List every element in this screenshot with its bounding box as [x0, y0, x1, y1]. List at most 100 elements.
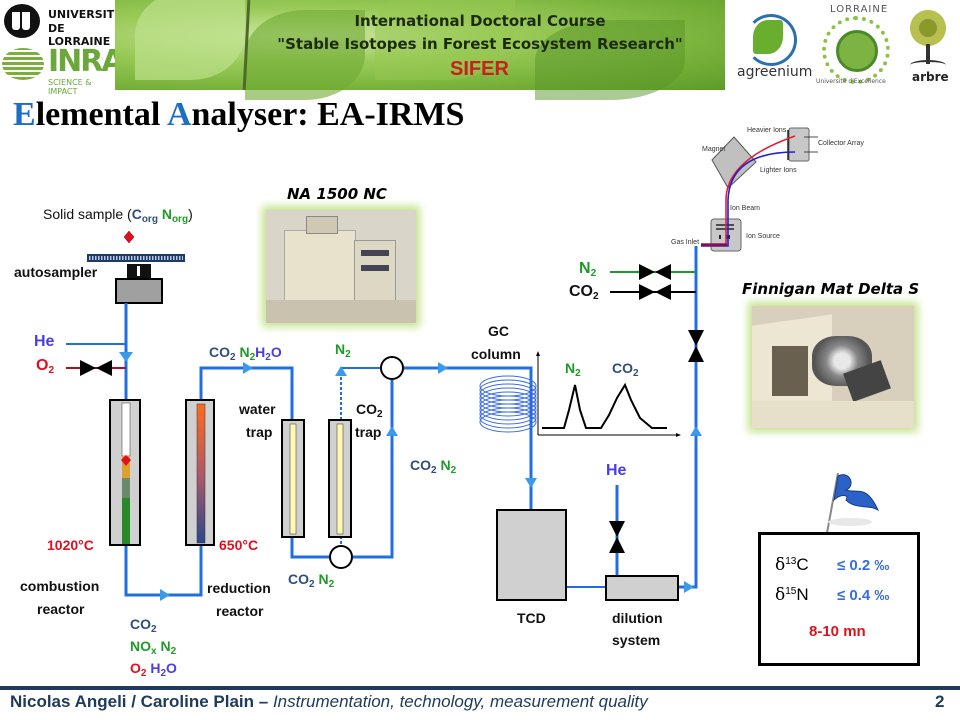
- co2-trap-label-2: trap: [355, 424, 382, 440]
- footer-credit: Nicolas Angeli / Caroline Plain – Instru…: [10, 692, 648, 711]
- inra-logo: INRA SCIENCE & IMPACT: [2, 44, 125, 96]
- leaf-background-image: [115, 0, 725, 100]
- heavy-ion-beam: [701, 135, 796, 245]
- ea-model-title: NA 1500 NC: [287, 185, 387, 203]
- course-title-line2: "Stable Isotopes in Forest Ecosystem Res…: [277, 35, 683, 53]
- solid-sample-label: Solid sample (Corg Norg): [43, 206, 193, 225]
- flow-arrow-icon: [335, 366, 347, 376]
- flow-arrow-icon: [684, 581, 694, 593]
- footer-authors: Nicolas Angeli / Caroline Plain: [10, 692, 255, 711]
- reduction-reactor: [185, 399, 215, 546]
- ms-magnet-label: Magnet: [702, 146, 726, 153]
- agreenium-emblem-icon: [745, 14, 797, 66]
- switching-valve-bottom-icon: [329, 545, 353, 569]
- dilution-system-label-1: dilution: [612, 610, 663, 626]
- arbre-wordmark: arbre: [912, 70, 949, 84]
- co2-reference-gas-label: CO2: [569, 283, 599, 302]
- autosampler: [87, 230, 185, 304]
- ms-ion-source-label: Ion Source: [746, 233, 780, 240]
- combustion-reactor-label-2: reactor: [37, 601, 85, 617]
- flow-arrow-icon: [438, 362, 448, 374]
- flow-arrow-icon: [690, 426, 702, 436]
- tcd-label: TCD: [517, 610, 546, 626]
- agreenium-logo: agreenium: [735, 6, 812, 86]
- course-acronym: SIFER: [450, 58, 509, 80]
- flow-arrow-icon: [525, 478, 537, 488]
- he-carrier-label: He: [34, 333, 55, 350]
- combustion-reactor: [109, 399, 141, 546]
- chromatogram-trace: [542, 382, 667, 429]
- univ-lorraine-line1: UNIVERSITÉ: [48, 8, 122, 21]
- reduction-inlet-gases-label: CO2 N2H2O: [209, 344, 282, 363]
- inra-tagline: SCIENCE & IMPACT: [48, 78, 92, 96]
- tcd-detector: [496, 509, 567, 601]
- lorraine-excellence-bottom: Université d'Excellence: [816, 78, 886, 85]
- flow-arrow-icon: [386, 426, 398, 436]
- delta-13c-precision: ≤ 0.2 ‰: [837, 557, 890, 574]
- reduction-reactor-label-1: reduction: [207, 580, 271, 596]
- dilution-system-label-2: system: [612, 632, 661, 648]
- n2-reference-gas-label: N2: [579, 260, 597, 279]
- sample-diamond-icon: [123, 230, 135, 244]
- delta-13c-row: δ13C ≤ 0.2 ‰: [775, 555, 889, 575]
- delta-15n-label: δ15N: [775, 585, 809, 605]
- light-ion-beam: [701, 151, 796, 247]
- gc-column-label-2: column: [471, 346, 521, 362]
- inra-emblem-icon: [2, 48, 44, 80]
- trap-inlet-gases-label: CO2 N2: [288, 571, 335, 590]
- reduction-temperature: 650°C: [219, 537, 259, 553]
- page-title: Elemental Analyser: EA-IRMS: [13, 96, 465, 133]
- co2-trap-label-1: CO2: [356, 401, 383, 420]
- chromatogram-peak-n2: N2: [565, 360, 581, 379]
- combustion-products-nox-n2: NOx N2: [130, 638, 177, 657]
- ms-gas-inlet-label: Gas Inlet: [671, 239, 700, 246]
- analysis-time: 8-10 mn: [809, 623, 866, 640]
- gc-column-coil-icon: [479, 375, 537, 433]
- combustion-reactor-label-1: combustion: [20, 578, 100, 594]
- combustion-products-o2-h2o: O2 H2O: [130, 660, 177, 679]
- collector-array-icon: [788, 127, 810, 162]
- mass-spectrometer-schematic: [701, 127, 818, 252]
- delta-15n-precision: ≤ 0.4 ‰: [837, 587, 890, 604]
- agreenium-wordmark: agreenium: [737, 64, 813, 80]
- chromatogram: [536, 351, 681, 437]
- combustion-products-co2: CO2: [130, 616, 157, 635]
- dilution-system: [605, 575, 679, 601]
- ms-ion-beam-label: Ion Beam: [730, 205, 760, 212]
- o2-label: O2: [36, 357, 55, 376]
- o2-valve-icon: [80, 360, 112, 376]
- flow-arrow-icon: [243, 362, 253, 374]
- header-banner: UNIVERSITÉ DE LORRAINE INRA SCIENCE & IM…: [0, 0, 960, 100]
- ea-instrument-photo: [266, 210, 416, 323]
- bypass-gases-label: CO2 N2: [410, 457, 457, 476]
- autosampler-label: autosampler: [14, 264, 98, 280]
- irms-model-title: Finnigan Mat Delta S: [742, 280, 920, 298]
- irms-inlet-valve-icon: [688, 330, 704, 362]
- chromatogram-peak-co2: CO2: [612, 360, 639, 379]
- lorraine-excellence-top: LORRAINE: [830, 4, 889, 15]
- ms-collector-array-label: Collector Array: [818, 140, 864, 147]
- flow-arrow-icon: [119, 352, 133, 362]
- reduction-reactor-label-2: reactor: [216, 603, 264, 619]
- co2-trap: [328, 419, 352, 538]
- ms-lighter-ions-label: Lighter Ions: [760, 167, 797, 174]
- ms-heavier-ions-label: Heavier Ions: [747, 127, 787, 134]
- he-dilution-label: He: [606, 462, 627, 479]
- combustion-temperature: 1020°C: [47, 537, 94, 553]
- water-trap: [281, 419, 305, 538]
- n2-reference-valve-icon: [639, 264, 671, 280]
- flow-arrow-icon: [160, 589, 170, 601]
- switching-valve-top-icon: [380, 356, 404, 380]
- water-trap-label-1: water: [239, 401, 276, 417]
- autosampler-carousel: [87, 254, 185, 262]
- autosampler-body: [115, 278, 163, 304]
- arbre-logo: arbre: [900, 4, 958, 88]
- lorraine-excellence-logo: LORRAINE Université d'Excellence: [808, 2, 898, 90]
- univ-lorraine-line2: DE LORRAINE: [48, 22, 111, 48]
- precision-summary-box: δ13C ≤ 0.2 ‰ δ15N ≤ 0.4 ‰ 8-10 mn: [758, 532, 920, 666]
- he-dilution-valve-icon: [609, 521, 625, 553]
- tree-icon: [906, 8, 950, 48]
- page-number: 2: [935, 692, 945, 711]
- univ-lorraine-logo: UNIVERSITÉ DE LORRAINE: [2, 2, 122, 48]
